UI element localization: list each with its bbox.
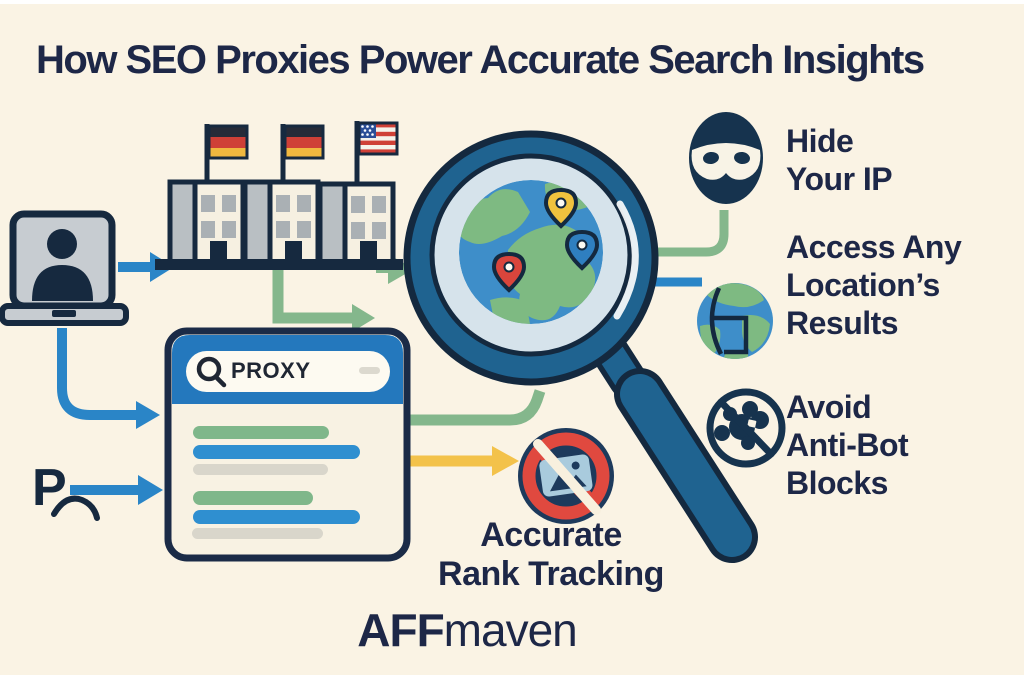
- globe-icon: [697, 283, 773, 359]
- swoosh-stroke: [51, 495, 100, 521]
- building: [317, 181, 396, 265]
- proxy-search-card: [164, 327, 411, 562]
- benefit-access-location: Access Any Location’s Results: [786, 228, 962, 342]
- building: [242, 179, 321, 265]
- building: [167, 179, 246, 265]
- caption-line1: Accurate: [480, 516, 622, 554]
- connector-lens-to-mask: [650, 210, 729, 257]
- red-location-pin: [491, 251, 527, 293]
- blue-location-pin: [564, 229, 600, 271]
- p-annotation: P: [32, 459, 67, 517]
- benefit-hide-ip-line1: Hide: [786, 123, 854, 159]
- benefit-access-line3: Results: [786, 305, 899, 341]
- result-bars: [192, 426, 360, 539]
- buildings-base: [155, 259, 403, 270]
- connector-laptop-to-proxy-card: [57, 328, 160, 429]
- benefit-access-line1: Access Any: [786, 229, 962, 265]
- germany-flag: [207, 124, 249, 160]
- user-shoulders: [32, 265, 93, 301]
- buildings-with-flags-icon: [155, 121, 403, 270]
- benefit-access-line2: Location’s: [786, 267, 940, 303]
- usa-flag: [357, 121, 399, 156]
- top-edge: [0, 0, 1024, 4]
- benefit-hide-ip: Hide Your IP: [786, 122, 893, 198]
- connector-card-to-rank-icon: [408, 446, 519, 476]
- yellow-location-pin: [543, 187, 579, 229]
- connector-proxy-card-to-lens: [407, 389, 546, 426]
- lens-glare: [613, 200, 639, 320]
- connector-p-arrow: [51, 475, 163, 521]
- brand-regular: maven: [443, 604, 578, 656]
- laptop-user-icon: [0, 210, 129, 326]
- no-captcha-icon: [518, 428, 614, 524]
- brand-bold: AFF: [357, 604, 444, 656]
- page-title: How SEO Proxies Power Accurate Search In…: [36, 38, 925, 82]
- germany-flag: [283, 124, 325, 160]
- search-bar-hint: [359, 367, 380, 374]
- no-robot-icon: [706, 388, 786, 468]
- caption-line2: Rank Tracking: [438, 555, 664, 593]
- benefit-avoid-line1: Avoid: [786, 389, 872, 425]
- mask-icon: [689, 112, 763, 204]
- magnifying-glass-globe-icon: [403, 130, 758, 563]
- benefit-avoid-blocks: Avoid Anti-Bot Blocks: [786, 388, 909, 502]
- magnifier-handle: [591, 333, 758, 563]
- benefit-hide-ip-line2: Your IP: [786, 161, 893, 197]
- search-icon: [196, 356, 227, 388]
- connector-servers-to-proxy-card: [272, 270, 375, 332]
- benefit-avoid-line2: Anti-Bot: [786, 427, 909, 463]
- caption-rank-tracking: Accurate Rank Tracking: [406, 516, 696, 594]
- user-head: [47, 229, 77, 259]
- benefit-avoid-line3: Blocks: [786, 465, 888, 501]
- brand-logo: AFFmaven: [0, 603, 934, 657]
- proxy-query-text: PROXY: [231, 358, 311, 383]
- search-bar: [186, 351, 390, 392]
- bottom-edge: [0, 675, 1024, 683]
